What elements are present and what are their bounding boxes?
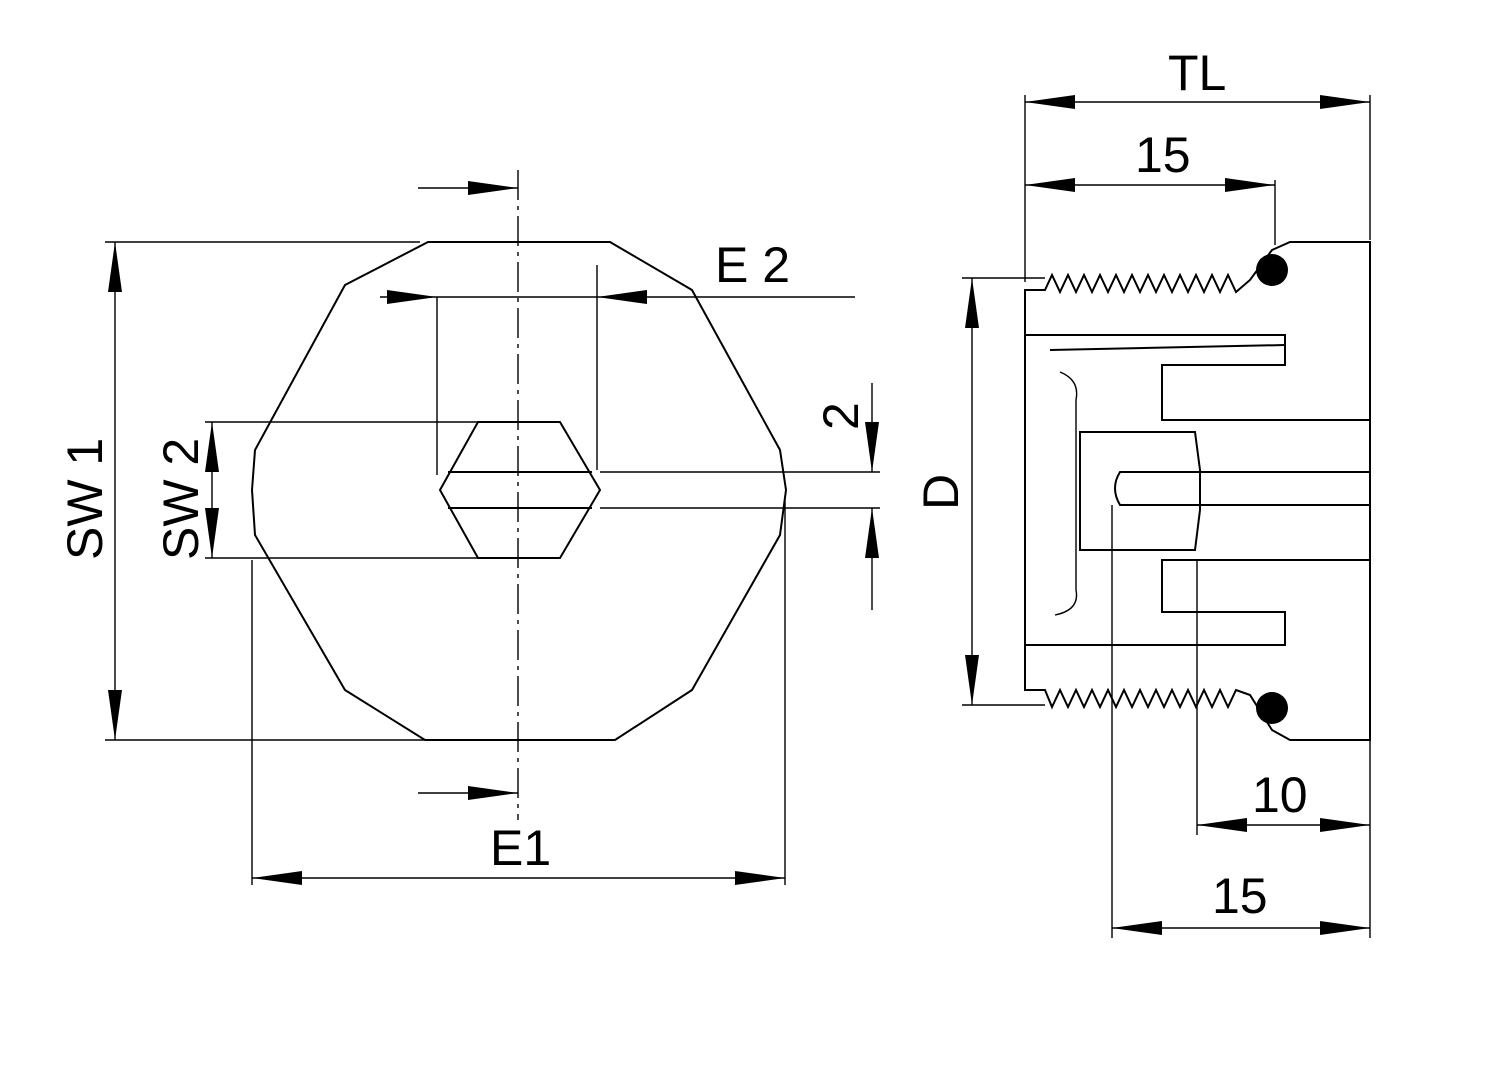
label-10: 10 — [1252, 767, 1308, 823]
front-view: SW 1 SW 2 E1 E 2 2 — [57, 170, 880, 885]
label-e1: E1 — [490, 820, 551, 876]
label-15-bottom: 15 — [1212, 868, 1268, 924]
hex-socket — [438, 421, 602, 559]
label-e2: E 2 — [715, 237, 790, 293]
label-sw2: SW 2 — [153, 438, 209, 560]
cavity — [1024, 334, 1371, 646]
label-2: 2 — [813, 402, 869, 430]
insert — [1079, 431, 1201, 551]
label-tl: TL — [1168, 45, 1226, 101]
o-ring-top — [1256, 254, 1288, 286]
outer-contour — [250, 241, 788, 741]
label-d: D — [913, 474, 969, 510]
label-sw1: SW 1 — [57, 438, 113, 560]
slot — [1114, 471, 1370, 506]
section-view: TL 15 D 10 15 — [913, 45, 1371, 938]
label-15-top: 15 — [1135, 127, 1191, 183]
o-ring-bottom — [1256, 692, 1288, 724]
